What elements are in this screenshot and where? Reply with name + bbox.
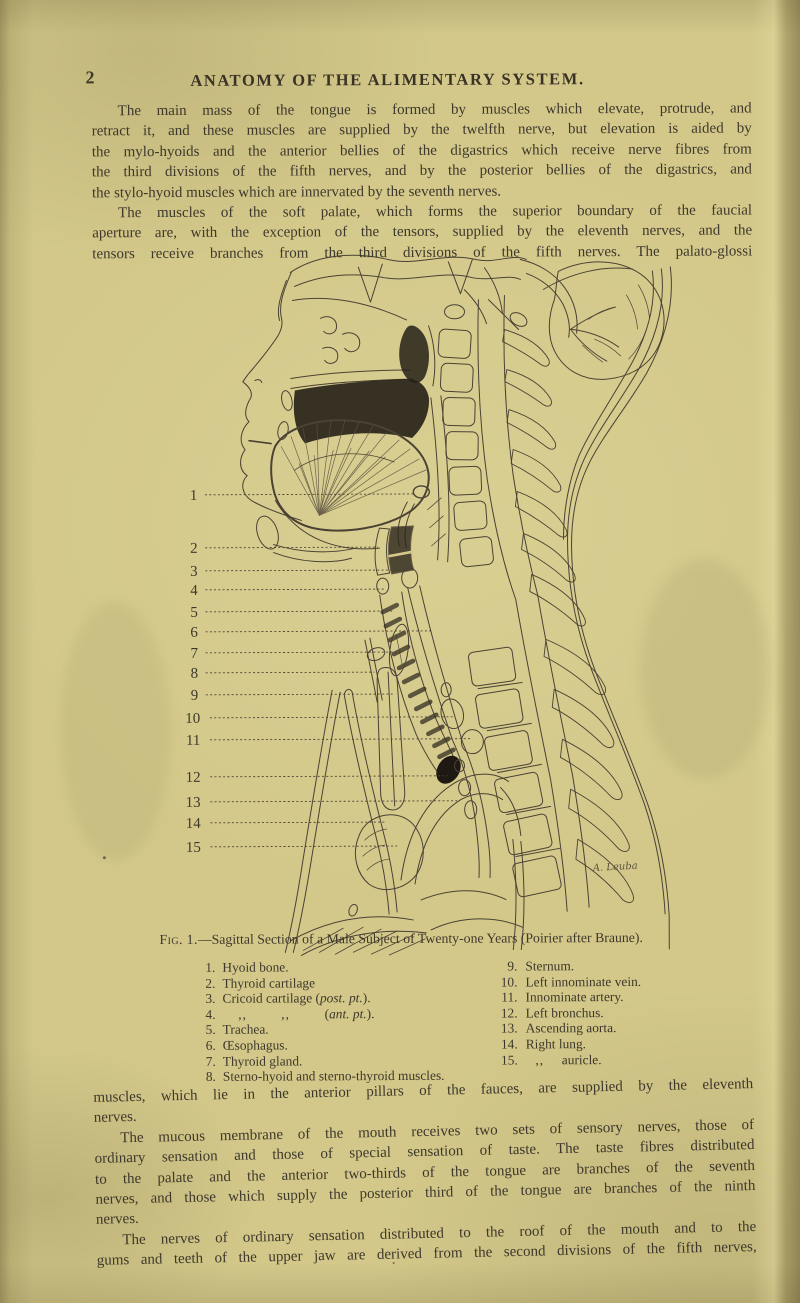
legend-item: 1.Hyoid bone. [205,959,289,975]
innominate-artery [460,729,484,755]
figure-caption: Fig. 1.—Sagittal Section of a Male Subje… [51,929,751,948]
legend-item: 15.,,auricle. [500,1051,602,1068]
legend-right-column: 9.Sternum. 10.Left innominate vein. 11.I… [485,957,765,1067]
occipital-bone [487,258,578,338]
face-profile [240,271,302,521]
hyoid-bone [412,485,431,499]
floor-of-mouth [256,500,381,563]
figure-label-7: 7 [190,646,198,662]
figure-label-13: 13 [186,795,201,811]
ascending-aorta [400,773,522,885]
figure-label-8: 8 [191,666,199,682]
left-innominate-vein [440,698,465,730]
skull-outline [289,254,527,325]
figure-leader-lines [204,493,471,848]
figure-caption-text: —Sagittal Section of a Male Subject of T… [197,929,644,947]
great-vessels [440,682,484,820]
body-text-top: The main mass of the tongue is formed by… [92,98,753,264]
legend-item: 6.Œsophagus. [205,1037,288,1053]
legend-item: 9.Sternum. [507,958,575,974]
engraver-signature: A. Leuba [592,861,639,875]
thoracic-vertebrae [468,646,562,898]
legend-item: 14.Right lung. [500,1036,587,1052]
legend-item: 3.Cricoid cartilage (post. pt.). [205,990,371,1007]
trachea [379,591,461,784]
figure-label-1: 1 [190,488,198,504]
legend-item: 11.Innominate artery. [501,989,624,1005]
paragraph-line: the third divisions of the fifth nerves,… [91,161,752,181]
chest-outline [284,689,525,956]
strap-muscles [364,637,383,703]
legend-item: 4.,,,,(ant. pt.). [205,1005,375,1022]
legend-item: 7.Thyroid gland. [205,1052,303,1069]
pharynx [427,395,450,563]
thyroid-gland [388,623,410,677]
right-auricle [354,814,424,891]
tongue [270,419,430,532]
legend-item: 10.Left innominate vein. [500,973,642,990]
oral-cavity-shadow [293,378,429,444]
figure-label-11: 11 [186,733,201,749]
larynx [374,525,419,595]
spinous-processes [502,329,634,903]
neck-outline [563,266,672,950]
figure-label-15: 15 [186,840,201,856]
legend-item: 13.Ascending aorta. [500,1020,617,1036]
cerebellum [542,261,665,380]
figure-label-10: 10 [185,711,200,727]
paragraph-line: aperture are, with the exception of the … [92,222,753,242]
cervical-vertebrae [437,304,494,568]
figure-label-3: 3 [190,564,198,580]
nasal-cavity [291,297,408,364]
legend-item: 2.Thyroid cartilage [205,974,316,991]
legend-item: 5.Trachea. [205,1021,269,1038]
figure-label-2: 2 [190,541,198,557]
paragraph-line: the mylo-hyoids and the anterior bellies… [91,141,752,161]
figure-label-12: 12 [186,770,201,786]
body-text-bottom: muscles, which lie in the anterior pilla… [93,1074,757,1271]
figure-label-6: 6 [190,625,198,641]
spinal-canal [477,295,590,912]
legend-left-column: 1.Hyoid bone. 2.Thyroid cartilage 3.Cric… [187,959,488,1085]
paragraph-line: retract it, and these muscles are suppli… [91,120,752,140]
paragraph-line: The muscles of the soft palate, which fo… [118,202,753,222]
figure-label-4: 4 [190,583,198,599]
right-lung-border [343,688,398,915]
figure-label-5: 5 [190,605,198,621]
paragraph-line: the stylo-hyoid muscles which are innerv… [91,183,502,201]
legend-item: 12.Left bronchus. [500,1004,604,1021]
paragraph-line: The main mass of the tongue is formed by… [117,100,752,120]
figure-labels: 1 2 3 4 5 6 7 8 9 10 11 12 13 14 15 [185,488,202,856]
paragraph-line: tensors receive branches from the third … [92,243,753,263]
oesophagus [407,585,491,879]
figure-label-14: 14 [186,816,202,832]
figure-label-9: 9 [191,688,199,704]
running-title: ANATOMY OF THE ALIMENTARY SYSTEM. [190,69,585,90]
soft-palate-shadow [399,325,429,383]
figure-caption-label: Fig. 1. [159,931,198,948]
